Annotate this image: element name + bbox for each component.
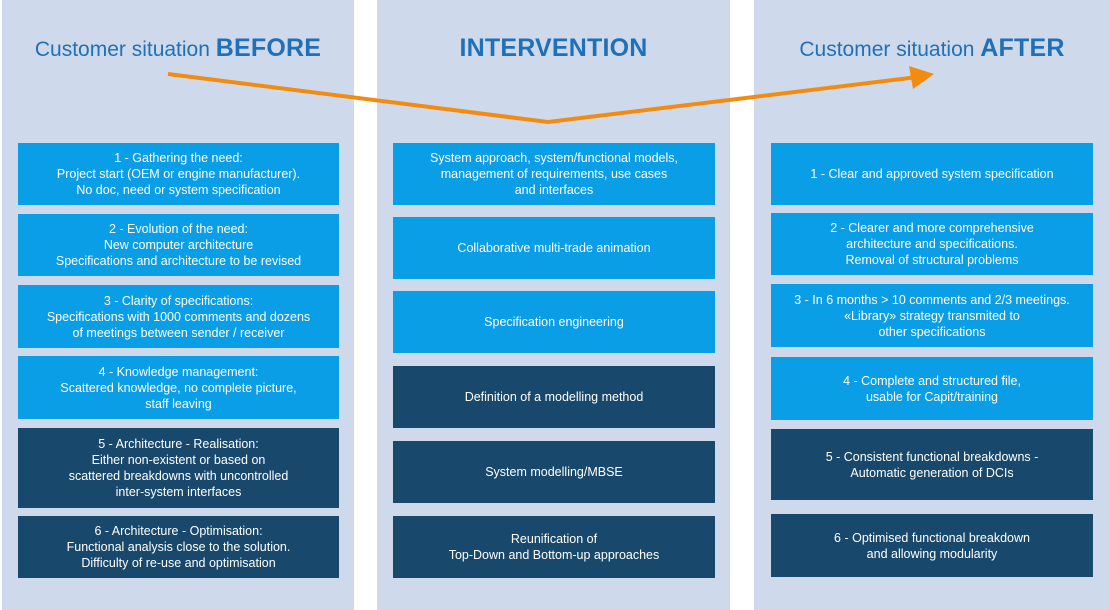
intervention-box-6-line: Top-Down and Bottom-up approaches [448, 548, 660, 562]
after-box-3-line: other specifications [878, 324, 986, 339]
intervention-box-1-line: management of requirements, use cases [440, 167, 668, 181]
before-box-5-line: inter-system interfaces [115, 485, 242, 499]
before-box-6: 6 - Architecture - Optimisation: Functio… [18, 516, 339, 578]
before-box-6-line: Functional analysis close to the solutio… [66, 540, 291, 554]
after-box-4-line: usable for Capit/training [865, 389, 999, 404]
after-box-3-line: «Library» strategy transmited to [844, 308, 1020, 323]
intervention-box-1-line: System approach, system/functional model… [429, 151, 679, 165]
intervention-box-4: Definition of a modelling method [393, 366, 715, 428]
heading-intervention-keyword: INTERVENTION [459, 34, 648, 62]
intervention-box-5-line: System modelling/MBSE [485, 465, 623, 479]
intervention-box-2-line: Collaborative multi-trade animation [457, 241, 651, 255]
before-box-4-line: staff leaving [145, 396, 212, 411]
heading-after: Customer situation AFTER [754, 28, 1110, 68]
before-box-3-line: of meetings between sender / receiver [72, 325, 285, 340]
before-box-6-title: 6 - Architecture - Optimisation: [94, 524, 263, 538]
before-box-2-title: 2 - Evolution of the need: [109, 222, 248, 236]
after-box-6-line: 6 - Optimised functional breakdown [834, 530, 1030, 545]
heading-after-prefix: Customer situation [799, 38, 981, 61]
heading-after-keyword: AFTER [980, 34, 1065, 62]
before-box-3-title: 3 - Clarity of specifications: [103, 293, 254, 308]
after-box-5-line: Automatic generation of DCIs [850, 465, 1014, 480]
before-box-2-line: Specifications and architecture to be re… [55, 254, 302, 268]
before-box-5-title: 5 - Architecture - Realisation: [98, 437, 259, 451]
before-box-5: 5 - Architecture - Realisation: Either n… [18, 428, 339, 508]
intervention-box-1-line: and interfaces [514, 183, 594, 197]
after-box-4-line: 4 - Complete and structured file, [843, 373, 1021, 388]
after-box-4: 4 - Complete and structured file, usable… [771, 357, 1093, 420]
heading-intervention: INTERVENTION [377, 28, 730, 68]
intervention-box-3-line: Specification engineering [484, 315, 624, 329]
intervention-box-2: Collaborative multi-trade animation [393, 217, 715, 279]
after-box-1-line: 1 - Clear and approved system specificat… [810, 167, 1054, 181]
before-box-6-line: Difficulty of re-use and optimisation [81, 556, 276, 570]
intervention-box-5: System modelling/MBSE [393, 441, 715, 503]
before-box-4-title: 4 - Knowledge management: [98, 364, 259, 379]
before-box-1-line: Project start (OEM or engine manufacture… [56, 167, 301, 181]
before-box-1-line: No doc, need or system specification [76, 183, 281, 197]
after-box-2-line: Removal of structural problems [845, 253, 1019, 267]
before-box-3-line: Specifications with 1000 comments and do… [46, 309, 311, 324]
after-box-1: 1 - Clear and approved system specificat… [771, 143, 1093, 205]
after-box-3-line: 3 - In 6 months > 10 comments and 2/3 me… [794, 292, 1070, 307]
heading-before-keyword: BEFORE [215, 34, 322, 62]
before-box-5-line: scattered breakdowns with uncontrolled [68, 469, 289, 483]
before-box-2: 2 - Evolution of the need: New computer … [18, 214, 339, 276]
heading-before-prefix: Customer situation [34, 38, 216, 61]
before-box-2-line: New computer architecture [103, 238, 254, 252]
before-box-5-line: Either non-existent or based on [91, 453, 266, 467]
after-box-5: 5 - Consistent functional breakdowns - A… [771, 429, 1093, 500]
before-box-1: 1 - Gathering the need: Project start (O… [18, 143, 339, 205]
intervention-box-4-line: Definition of a modelling method [464, 390, 644, 404]
before-box-4-line: Scattered knowledge, no complete picture… [60, 380, 297, 395]
after-box-6: 6 - Optimised functional breakdown and a… [771, 514, 1093, 577]
after-box-5-line: 5 - Consistent functional breakdowns - [825, 449, 1039, 464]
after-box-2-line: 2 - Clearer and more comprehensive [830, 221, 1034, 235]
heading-before: Customer situation BEFORE [2, 28, 354, 68]
after-box-6-line: and allowing modularity [866, 546, 998, 561]
before-box-4: 4 - Knowledge management: Scattered know… [18, 356, 339, 419]
after-box-3: 3 - In 6 months > 10 comments and 2/3 me… [771, 284, 1093, 347]
before-box-3: 3 - Clarity of specifications: Specifica… [18, 285, 339, 348]
intervention-box-6: Reunification of Top-Down and Bottom-up … [393, 516, 715, 578]
intervention-box-6-line: Reunification of [510, 532, 598, 546]
intervention-box-1: System approach, system/functional model… [393, 143, 715, 205]
intervention-box-3: Specification engineering [393, 291, 715, 353]
after-box-2-line: architecture and specifications. [846, 237, 1018, 251]
before-box-1-title: 1 - Gathering the need: [114, 151, 243, 165]
after-box-2: 2 - Clearer and more comprehensive archi… [771, 213, 1093, 275]
